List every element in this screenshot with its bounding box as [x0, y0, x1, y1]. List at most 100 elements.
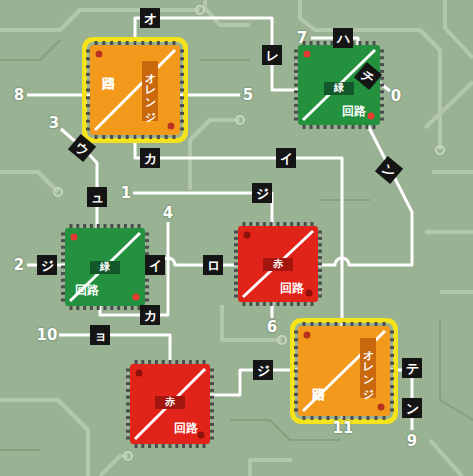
chip-stripe — [95, 50, 175, 130]
chip-pin — [210, 409, 214, 412]
chip-pin — [210, 423, 214, 426]
chip-pin — [104, 306, 107, 310]
chip-pin — [304, 302, 307, 306]
chip-stripe — [303, 331, 385, 411]
chip-pin — [210, 430, 214, 433]
chip-pin — [311, 416, 314, 420]
chip-pin — [165, 41, 168, 45]
chip-pin — [61, 285, 65, 288]
chip-pin — [294, 118, 298, 121]
chip-pin — [294, 331, 298, 334]
chip-pin — [70, 306, 73, 310]
wire-tag: イ — [276, 148, 296, 168]
callout-number: 3 — [49, 116, 59, 131]
chip-pin — [145, 246, 149, 249]
wire-tag: ン — [375, 156, 403, 184]
chip-pin — [86, 96, 90, 99]
chip-label: 回路 — [174, 422, 198, 435]
chip-pin — [196, 444, 199, 448]
chip-pin — [145, 279, 149, 282]
chip-pin — [131, 224, 134, 228]
chip-pin — [149, 135, 152, 139]
chip-pin — [90, 224, 93, 228]
chip-pin — [234, 263, 238, 266]
chip-pin — [180, 81, 184, 84]
chip-pin — [324, 125, 327, 129]
chip-pin — [86, 57, 90, 60]
chip-pin — [297, 302, 300, 306]
chip-pin — [173, 41, 176, 45]
chip-pin — [124, 306, 127, 310]
chip-pin — [335, 322, 338, 326]
wire-tag: イ — [145, 255, 165, 275]
chip-pin — [162, 360, 165, 364]
chip-pin — [141, 41, 144, 45]
chip-pin — [203, 360, 206, 364]
chip-pin — [210, 375, 214, 378]
chip-pin — [141, 444, 144, 448]
red-chip: 赤回路 — [238, 226, 318, 302]
chip-label: 赤 — [155, 396, 185, 409]
chip-pin — [210, 403, 214, 406]
chip-pin — [366, 125, 369, 129]
chip-pin — [61, 252, 65, 255]
chip-pin — [375, 322, 378, 326]
chip-pin — [97, 224, 100, 228]
chip-pin — [180, 128, 184, 131]
chip-pin — [311, 222, 314, 226]
chip-pin — [124, 224, 127, 228]
chip-pin — [134, 135, 137, 139]
chip-pin — [367, 416, 370, 420]
wire-tag: ロ — [203, 255, 223, 275]
orange-chip: オレンジ回路 — [298, 326, 390, 416]
chip-pin — [126, 437, 130, 440]
chip-label: 赤 — [263, 258, 293, 271]
chip-pin — [310, 125, 313, 129]
chip-pin — [95, 41, 98, 45]
chip-pin — [375, 416, 378, 420]
chip-marker — [244, 232, 251, 239]
chip-pin — [270, 222, 273, 226]
chip-pin — [343, 416, 346, 420]
chip-pin — [126, 423, 130, 426]
chip-pin — [110, 135, 113, 139]
pcb-via — [124, 452, 132, 460]
chip-pin — [86, 89, 90, 92]
chip-pin — [318, 288, 322, 291]
chip-pin — [110, 224, 113, 228]
leader-wire — [27, 94, 90, 97]
chip-stripe — [243, 231, 313, 297]
chip-label: 回路 — [342, 105, 366, 118]
chip-label: 緑 — [324, 82, 354, 95]
chip-pin — [359, 41, 362, 45]
chip-pin — [294, 393, 298, 396]
pcb-trace — [190, 120, 240, 190]
chip-pin — [366, 41, 369, 45]
chip-pin — [335, 416, 338, 420]
chip-pin — [210, 437, 214, 440]
chip-pin — [126, 382, 130, 385]
chip-pin — [380, 104, 384, 107]
chip-body — [85, 40, 185, 140]
chip-pin — [318, 263, 322, 266]
chip-pin — [169, 360, 172, 364]
chip-pin — [390, 393, 394, 396]
chip-pin — [165, 135, 168, 139]
chip-pin — [380, 50, 384, 53]
chip-body — [293, 321, 395, 421]
chip-pin — [359, 322, 362, 326]
chip-pin — [390, 377, 394, 380]
callout-number: 8 — [14, 88, 24, 103]
chip-pin — [104, 224, 107, 228]
chip-pin — [86, 50, 90, 53]
chip-pin — [61, 239, 65, 242]
chip-pin — [294, 77, 298, 80]
chip-pin — [131, 306, 134, 310]
chip-pin — [380, 70, 384, 73]
chip-pin — [318, 282, 322, 285]
chip-label: 緑 — [90, 261, 120, 274]
pcb-trace — [445, 0, 473, 58]
chip-pin — [318, 269, 322, 272]
chip-pin — [294, 409, 298, 412]
chip-pin — [324, 41, 327, 45]
